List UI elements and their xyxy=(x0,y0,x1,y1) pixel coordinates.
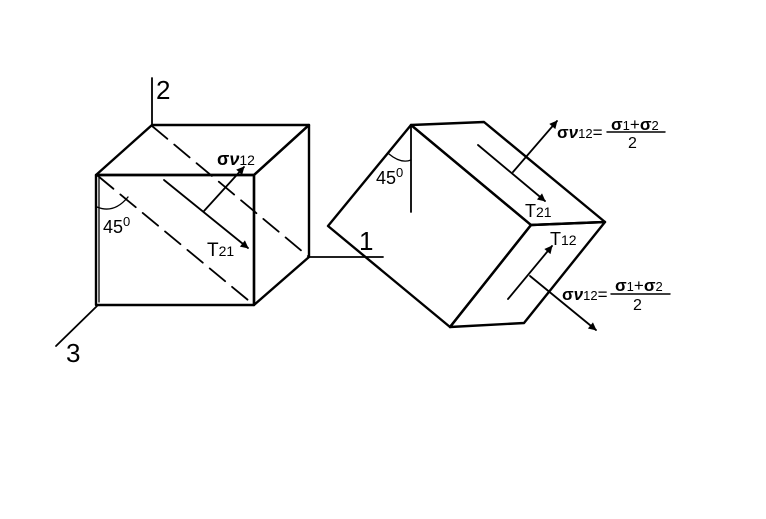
left-normal-stress-label: σν12 xyxy=(217,149,255,169)
bottom-shear-arrow-t12 xyxy=(507,245,553,300)
angle-arc xyxy=(96,196,129,210)
element-right-face xyxy=(448,220,607,329)
bottom-formula-numerator: σ1+σ2 xyxy=(615,276,663,295)
right-angle-arc xyxy=(388,153,412,162)
right-shear-top-label: T21 xyxy=(525,201,552,221)
left-cube: 2 3 1 450 σν12 T21 xyxy=(55,75,384,368)
cube-right-face xyxy=(252,123,311,307)
bottom-formula-denominator: 2 xyxy=(633,297,642,314)
right-angle-label: 450 xyxy=(376,165,403,188)
top-formula-denominator: 2 xyxy=(628,135,637,152)
bottom-stress-formula: σν12= σ1+σ2 2 xyxy=(562,276,671,314)
top-formula-lhs: σν12= xyxy=(557,123,603,142)
left-shear-label: T21 xyxy=(207,240,234,261)
axis-2-label: 2 xyxy=(156,75,170,105)
right-shear-bottom-label: T12 xyxy=(550,229,577,249)
left-angle-label: 450 xyxy=(103,214,130,237)
section-diagonal-back xyxy=(151,125,310,258)
top-formula-numerator: σ1+σ2 xyxy=(611,115,659,134)
normal-stress-arrow xyxy=(203,166,245,212)
bottom-formula-lhs: σν12= xyxy=(562,285,608,304)
axis-1-label: 1 xyxy=(359,226,373,256)
axis-3-line xyxy=(55,305,98,347)
top-normal-stress-arrow xyxy=(512,120,558,173)
axis-3-label: 3 xyxy=(66,338,80,368)
section-diagonal-front xyxy=(97,175,255,306)
right-element: 450 T21 T12 σν12= σ1+σ2 2 σν12= σ1+σ2 2 xyxy=(326,115,671,331)
top-stress-formula: σν12= σ1+σ2 2 xyxy=(557,115,666,152)
shear-arrow-t21 xyxy=(163,179,249,249)
top-shear-arrow-t21 xyxy=(477,144,546,202)
bottom-normal-stress-arrow xyxy=(529,275,597,331)
